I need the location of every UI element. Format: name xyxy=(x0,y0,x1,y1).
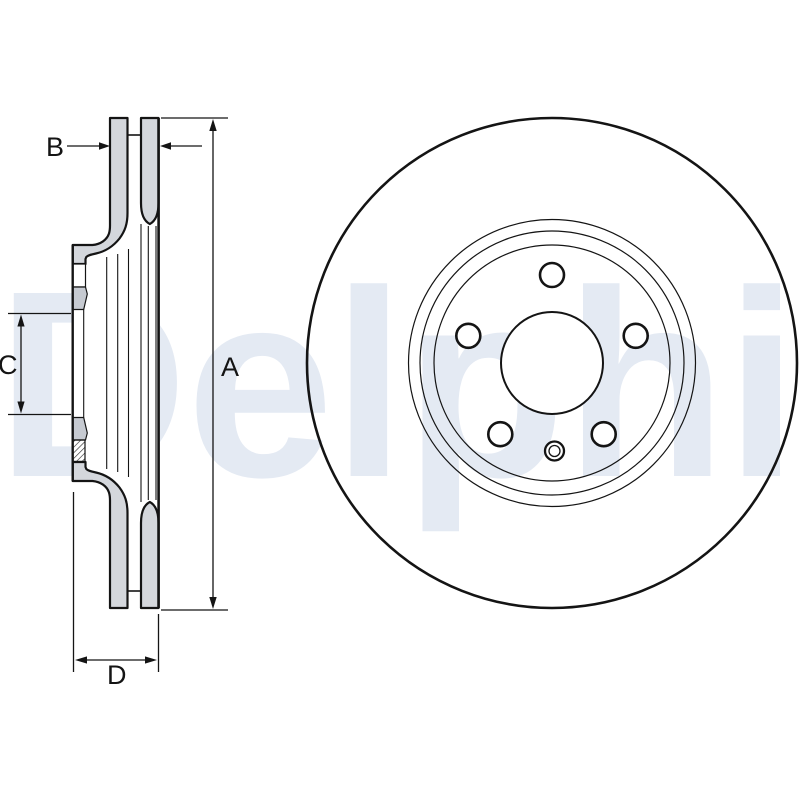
center-bore xyxy=(500,311,604,415)
dimension-a: A xyxy=(161,117,239,611)
bolt-hole xyxy=(622,322,650,350)
bolt-holes xyxy=(454,261,650,448)
bolt-hole xyxy=(486,420,514,448)
dimension-d: D xyxy=(72,492,160,690)
section-body-background xyxy=(72,118,160,608)
front-view xyxy=(305,116,799,610)
dimension-c-label: C xyxy=(0,350,18,380)
dimension-a-label: A xyxy=(221,352,239,382)
hub-ring-outer xyxy=(407,218,697,508)
bolt-hole xyxy=(538,261,566,289)
locating-pin-hole xyxy=(543,440,566,462)
bolt-hole xyxy=(454,322,482,350)
hub-ring-middle xyxy=(419,230,685,496)
pin-hole-inner xyxy=(548,444,561,458)
hat-barrel-lines xyxy=(83,224,157,502)
section-view xyxy=(71,116,160,610)
dimension-b-label: B xyxy=(46,132,64,162)
hub-ring-inner xyxy=(433,244,671,482)
dimension-c: C xyxy=(0,312,71,416)
section-plate-inner-bottom xyxy=(139,500,160,610)
dimension-b: B xyxy=(46,132,202,162)
stud-hole-thread-hatch xyxy=(72,439,86,463)
dimension-d-label: D xyxy=(107,660,127,690)
hub-counterbore-step xyxy=(72,263,87,288)
section-plate-inner-top xyxy=(139,116,160,226)
disc-outer-circle xyxy=(305,116,799,610)
bolt-hole xyxy=(590,420,618,448)
dimensions: B A C D xyxy=(0,117,239,690)
vent-notch-lines xyxy=(127,134,141,592)
